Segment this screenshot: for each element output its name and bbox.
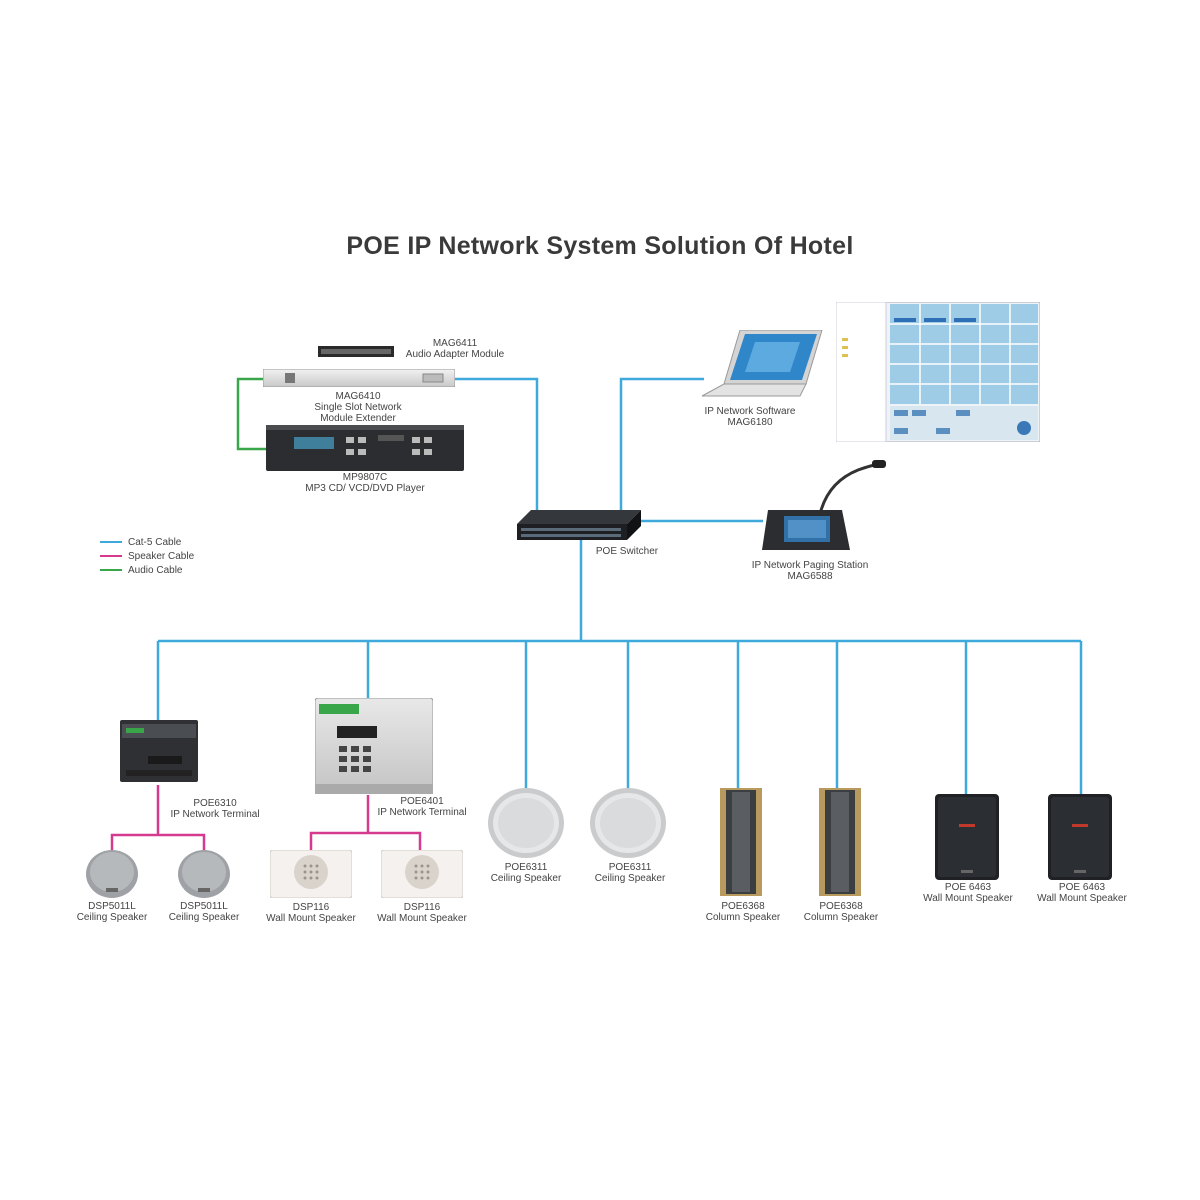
dsp116-speaker-image-2	[381, 850, 463, 898]
dsp5011l-label-1: DSP5011L Ceiling Speaker	[62, 901, 162, 923]
mag6410-label: MAG6410 Single Slot Network Module Exten…	[298, 391, 418, 424]
dsp5011l-desc-2: Ceiling Speaker	[168, 912, 240, 923]
paging-desc: IP Network Paging Station	[751, 560, 869, 571]
module-extender-image	[263, 369, 455, 387]
legend-item-cat5: Cat-5 Cable	[100, 535, 194, 549]
dsp116-model-1: DSP116	[292, 902, 330, 913]
poe6310-model: POE6310	[193, 798, 237, 809]
software-desc: IP Network Software	[704, 406, 796, 417]
legend-item-speaker: Speaker Cable	[100, 549, 194, 563]
dsp116-label-2: DSP116 Wall Mount Speaker	[367, 902, 477, 924]
dsp5011l-model-1: DSP5011L	[88, 901, 136, 912]
poe6463-speaker-image-1	[935, 794, 999, 880]
legend-label-cat5: Cat-5 Cable	[128, 536, 182, 548]
poe6463-desc-1: Wall Mount Speaker	[923, 893, 1013, 904]
cat5-software-to-switch	[619, 377, 704, 512]
poe6401-model: POE6401	[400, 796, 444, 807]
poe6368-desc-1: Column Speaker	[705, 912, 781, 923]
legend-swatch-cat5	[100, 541, 122, 543]
switcher-label: POE Switcher	[572, 546, 682, 557]
software-model: MAG6180	[727, 417, 773, 428]
poe6310-label: POE6310 IP Network Terminal	[155, 798, 275, 820]
poe6311-model-1: POE6311	[504, 862, 548, 873]
poe6463-label-1: POE 6463 Wall Mount Speaker	[912, 882, 1024, 904]
poe6463-desc-2: Wall Mount Speaker	[1037, 893, 1127, 904]
audio-cable	[236, 377, 266, 451]
poe6401-desc: IP Network Terminal	[377, 807, 467, 818]
poe6368-label-2: POE6368 Column Speaker	[786, 901, 896, 923]
poe-switcher-image	[517, 510, 641, 540]
legend-swatch-speaker	[100, 555, 122, 557]
dsp5011l-model-2: DSP5011L	[180, 901, 228, 912]
software-screenshot-image	[836, 302, 1040, 442]
dsp116-desc-2: Wall Mount Speaker	[377, 913, 467, 924]
speaker-cables	[110, 785, 422, 855]
legend-swatch-audio	[100, 569, 122, 571]
cat5-cables	[156, 377, 1083, 796]
paging-label: IP Network Paging Station MAG6588	[735, 560, 885, 582]
switcher-desc: POE Switcher	[595, 546, 659, 557]
dsp5011l-speaker-image-2	[178, 850, 230, 898]
poe6463-label-2: POE 6463 Wall Mount Speaker	[1026, 882, 1138, 904]
paging-station-image	[762, 460, 886, 550]
poe6368-model-1: POE6368	[721, 901, 765, 912]
dsp5011l-desc-1: Ceiling Speaker	[76, 912, 148, 923]
poe6463-model-2: POE 6463	[1058, 882, 1106, 893]
software-label: IP Network Software MAG6180	[695, 406, 805, 428]
dsp116-speaker-image-1	[270, 850, 352, 898]
poe6310-terminal-image	[120, 720, 198, 782]
laptop-image	[701, 330, 823, 397]
poe6368-speaker-image-2	[819, 788, 861, 896]
poe6311-label-1: POE6311 Ceiling Speaker	[476, 862, 576, 884]
dsp116-label-1: DSP116 Wall Mount Speaker	[256, 902, 366, 924]
legend-label-speaker: Speaker Cable	[128, 550, 195, 562]
poe6401-label: POE6401 IP Network Terminal	[362, 796, 482, 818]
diagram-title: POE IP Network System Solution Of Hotel	[346, 232, 854, 260]
legend-item-audio: Audio Cable	[100, 563, 194, 577]
poe6311-desc-2: Ceiling Speaker	[594, 873, 666, 884]
mag6410-desc2: Module Extender	[320, 413, 396, 424]
audio-adapter-module-image	[318, 346, 394, 357]
poe6311-speaker-image-2	[590, 788, 666, 858]
mp9807c-desc: MP3 CD/ VCD/DVD Player	[305, 483, 425, 494]
cat5-rack-to-switch	[455, 377, 539, 512]
poe6368-label-1: POE6368 Column Speaker	[688, 901, 798, 923]
poe6463-speaker-image-2	[1048, 794, 1112, 880]
dvd-player-image	[266, 425, 464, 471]
mag6410-model: MAG6410	[335, 391, 381, 402]
cable-legend: Cat-5 Cable Speaker Cable Audio Cable	[100, 535, 194, 577]
poe6311-desc-1: Ceiling Speaker	[490, 873, 562, 884]
legend-label-audio: Audio Cable	[128, 564, 183, 576]
dsp116-desc-1: Wall Mount Speaker	[266, 913, 356, 924]
mp9807c-model: MP9807C	[342, 472, 388, 483]
poe6311-speaker-image-1	[488, 788, 564, 858]
mag6411-label: MAG6411 Audio Adapter Module	[395, 338, 515, 360]
poe6310-desc: IP Network Terminal	[170, 809, 260, 820]
dsp116-model-2: DSP116	[403, 902, 441, 913]
mp9807c-label: MP9807C MP3 CD/ VCD/DVD Player	[290, 472, 440, 494]
poe6368-speaker-image-1	[720, 788, 762, 896]
poe6368-model-2: POE6368	[819, 901, 863, 912]
mag6411-model: MAG6411	[432, 338, 478, 349]
mag6410-desc1: Single Slot Network	[314, 402, 402, 413]
poe6463-model-1: POE 6463	[944, 882, 992, 893]
poe6401-terminal-image	[315, 698, 433, 794]
mag6411-desc: Audio Adapter Module	[405, 349, 505, 360]
poe6368-desc-2: Column Speaker	[803, 912, 879, 923]
poe6311-model-2: POE6311	[608, 862, 652, 873]
dsp5011l-label-2: DSP5011L Ceiling Speaker	[154, 901, 254, 923]
paging-model: MAG6588	[787, 571, 833, 582]
dsp5011l-speaker-image-1	[86, 850, 138, 898]
poe6311-label-2: POE6311 Ceiling Speaker	[580, 862, 680, 884]
